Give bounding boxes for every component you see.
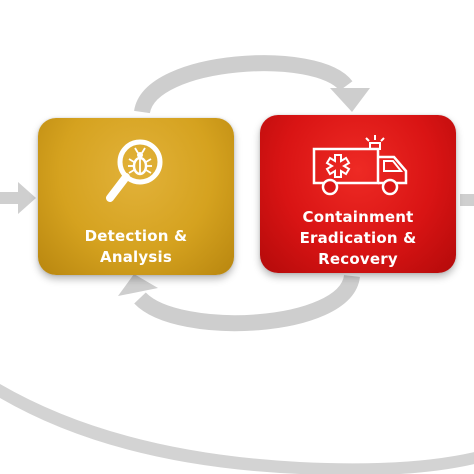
containment-eradication-recovery-box: Containment Eradication & Recovery [260,115,456,273]
magnifier-bug-icon [106,139,163,202]
containment-label-line-2: Eradication & [299,229,417,247]
right-outgoing-arrow-shaft [460,194,474,206]
top-cycle-arrowhead [330,88,370,112]
detection-label-line-2: Analysis [100,248,172,266]
left-incoming-arrow-shaft [0,192,20,204]
bottom-swoosh-arc [0,383,474,474]
ambulance-icon [312,135,408,196]
top-cycle-arrow [134,55,353,115]
containment-label-line-1: Containment [302,208,414,226]
containment-label-line-3: Recovery [318,250,398,268]
bottom-cycle-arrow [134,273,360,332]
left-incoming-arrowhead [18,182,36,214]
detection-label-line-1: Detection & [84,227,188,245]
bottom-cycle-arrowhead [118,274,158,296]
detection-analysis-box: Detection & Analysis [38,118,234,275]
